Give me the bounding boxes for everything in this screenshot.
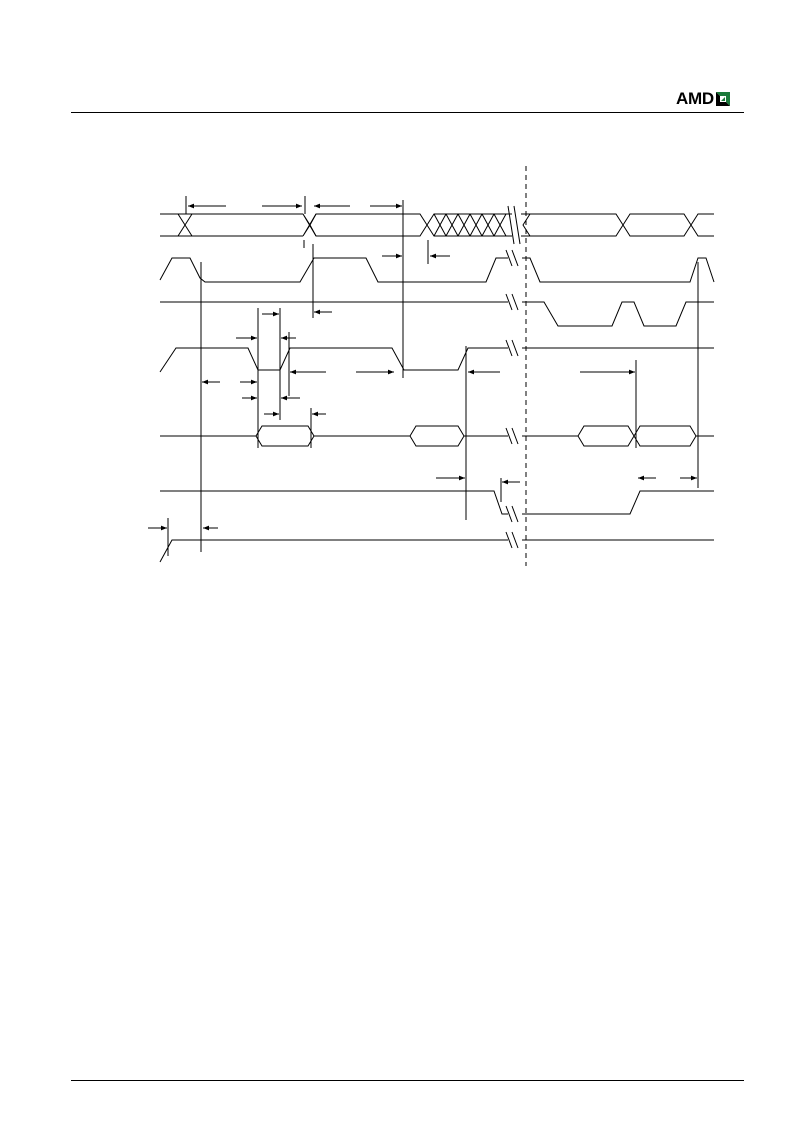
footer-rule <box>71 1080 744 1081</box>
data-row <box>160 425 714 447</box>
level-row <box>160 490 714 523</box>
pulse-row-1 <box>159 249 715 283</box>
timing-diagram-svg <box>148 166 715 566</box>
pulse-row-3 <box>159 339 714 373</box>
logo-text: AMD <box>676 89 714 108</box>
header-rule <box>71 112 744 113</box>
power-row <box>159 531 714 563</box>
pulse-row-2 <box>160 293 714 327</box>
timing-diagram <box>140 160 730 572</box>
amd-arrow-logo-icon <box>715 92 730 106</box>
bus-row <box>160 205 714 245</box>
reference-lines <box>167 196 699 556</box>
amd-logo: AMD <box>676 89 746 109</box>
timing-arrows <box>148 203 697 531</box>
